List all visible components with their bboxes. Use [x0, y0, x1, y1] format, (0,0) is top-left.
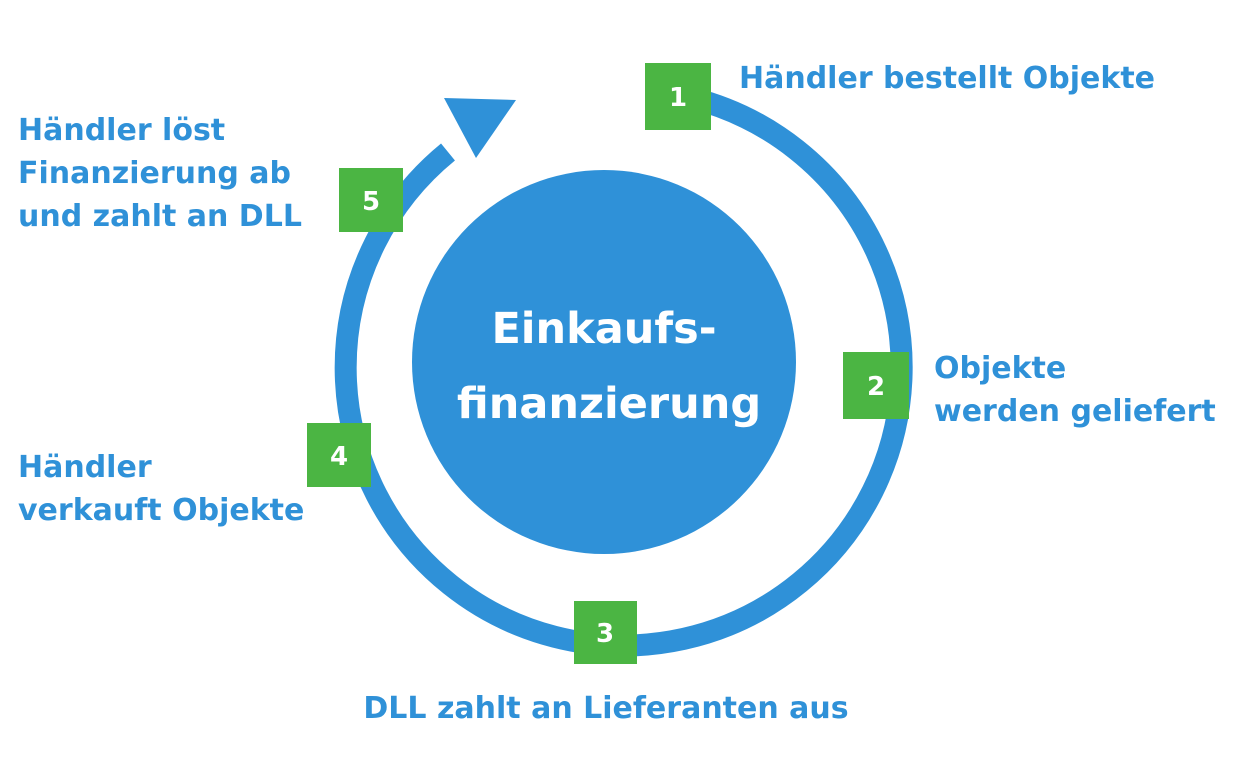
step-2-number: 2	[867, 372, 885, 402]
step-2: 2 Objekte werden geliefert	[843, 351, 1216, 429]
cycle-ring	[334, 87, 913, 657]
step-4-label: Händler verkauft Objekte	[18, 450, 304, 528]
step-2-label-line: Objekte	[934, 351, 1066, 386]
step-4-badge	[307, 423, 371, 487]
center-circle	[412, 170, 796, 554]
step-4: 4 Händler verkauft Objekte	[18, 423, 371, 528]
step-1-badge	[645, 63, 711, 130]
center-title-line-1: Einkaufs-	[491, 304, 716, 354]
step-5-label: Händler löst Finanzierung ab und zahlt a…	[18, 113, 302, 234]
step-5: 5 Händler löst Finanzierung ab und zahlt…	[18, 113, 403, 234]
step-5-number: 5	[362, 187, 380, 217]
step-1-label: Händler bestellt Objekte	[739, 61, 1155, 96]
step-3: 3 DLL zahlt an Lieferanten aus	[363, 601, 849, 726]
step-5-label-line: Finanzierung ab	[18, 156, 291, 191]
step-3-badge	[574, 601, 637, 664]
step-2-badge	[843, 352, 909, 419]
step-1-label-line: Händler bestellt Objekte	[739, 61, 1155, 96]
step-5-label-line: Händler löst	[18, 113, 225, 148]
center-title-line-2: finanzierung	[457, 379, 761, 429]
step-5-label-line: und zahlt an DLL	[18, 199, 302, 234]
step-3-number: 3	[596, 619, 614, 649]
step-2-label: Objekte werden geliefert	[934, 351, 1216, 429]
step-3-label-line: DLL zahlt an Lieferanten aus	[363, 691, 848, 726]
step-4-number: 4	[330, 442, 348, 472]
step-1-number: 1	[669, 83, 687, 113]
cycle-arrow-head	[444, 98, 516, 158]
step-3-label: DLL zahlt an Lieferanten aus	[363, 691, 848, 726]
step-4-label-line: Händler	[18, 450, 152, 485]
step-4-label-line: verkauft Objekte	[18, 493, 304, 528]
step-2-label-line: werden geliefert	[934, 394, 1216, 429]
step-1: 1 Händler bestellt Objekte	[645, 61, 1155, 130]
step-5-badge	[339, 168, 403, 232]
